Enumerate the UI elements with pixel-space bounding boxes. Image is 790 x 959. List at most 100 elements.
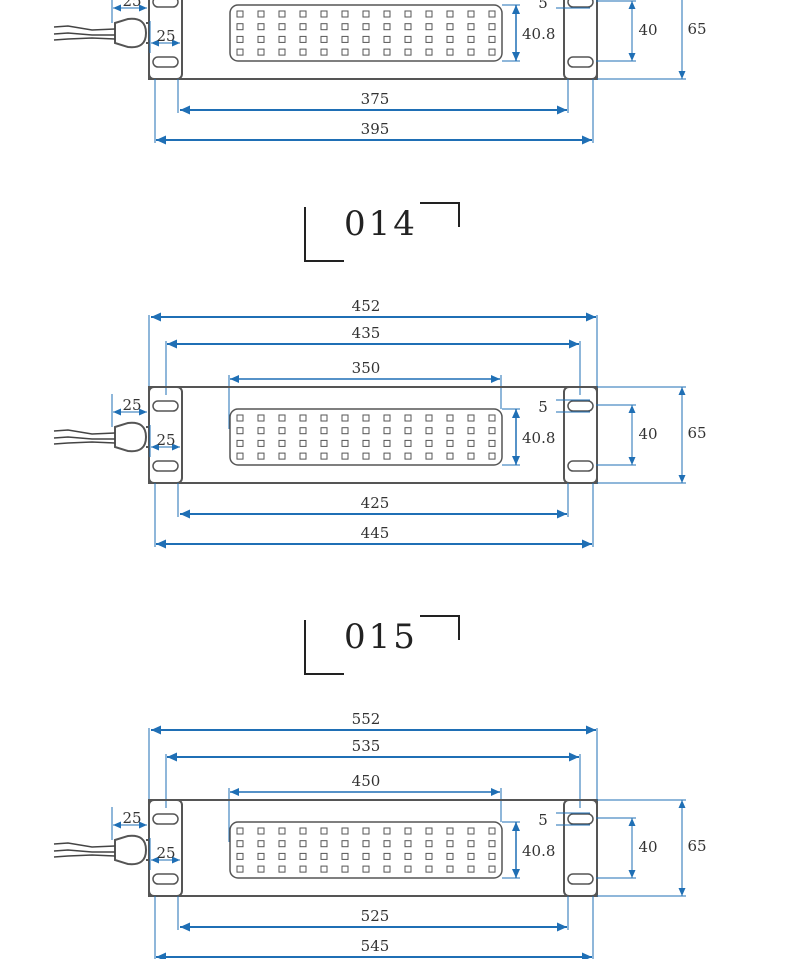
led-cell	[278, 827, 286, 835]
led-cell	[362, 852, 370, 860]
led-cell	[278, 48, 286, 56]
led-cell	[467, 10, 475, 18]
led-cell	[425, 827, 433, 835]
arrowhead-top	[512, 822, 520, 831]
dim-label: 552	[352, 710, 381, 728]
arrowhead-left	[156, 539, 166, 549]
inner-width-dimension	[167, 752, 579, 762]
dim-label: 5	[538, 811, 548, 829]
dim-label: 425	[361, 494, 390, 512]
slot-offset-dimension	[151, 856, 180, 864]
title-bracket-right	[420, 202, 460, 227]
arrowhead-left	[151, 39, 159, 47]
mounting-slot	[567, 813, 594, 825]
overall-width-dimension	[151, 312, 596, 322]
dim-label: 65	[687, 424, 706, 442]
drawing-title: 014	[304, 202, 460, 262]
arrowhead-right	[569, 339, 579, 349]
led-cell	[341, 852, 349, 860]
led-cell	[299, 452, 307, 460]
bottom-outer-dimension	[156, 952, 592, 959]
arrowhead-right	[569, 752, 579, 762]
arrowhead-top	[678, 800, 686, 808]
led-cell	[341, 427, 349, 435]
led-cell	[362, 427, 370, 435]
dim-label: 65	[687, 837, 706, 855]
mounting-slot	[152, 400, 179, 412]
led-cell	[278, 865, 286, 873]
led-cell	[299, 10, 307, 18]
led-cell	[236, 23, 244, 31]
cable-wire	[53, 441, 116, 445]
led-panel-outline	[229, 4, 503, 62]
arrowhead-right	[582, 952, 592, 959]
led-cell	[299, 840, 307, 848]
arrowhead-left	[167, 752, 177, 762]
dim-label: 435	[352, 324, 381, 342]
cable-gland	[53, 834, 149, 866]
led-cell	[257, 865, 265, 873]
led-cell	[362, 827, 370, 835]
mounting-slot	[152, 460, 179, 472]
dim-label: 525	[361, 907, 390, 925]
arrowhead-left	[113, 408, 121, 416]
led-cell	[362, 35, 370, 43]
dim-label: 25	[122, 396, 141, 414]
led-cell	[425, 10, 433, 18]
arrowhead-left	[113, 821, 121, 829]
led-cell	[320, 427, 328, 435]
led-cell	[467, 852, 475, 860]
led-cell	[236, 414, 244, 422]
led-cell	[257, 35, 265, 43]
led-cell	[488, 840, 496, 848]
led-cell	[446, 48, 454, 56]
led-cell	[278, 10, 286, 18]
led-cell	[425, 48, 433, 56]
dim-label: 350	[352, 359, 381, 377]
led-cell	[236, 865, 244, 873]
led-cell	[299, 414, 307, 422]
arrowhead-bottom	[628, 457, 636, 465]
led-cell	[383, 427, 391, 435]
led-cell	[425, 414, 433, 422]
arrowhead-left	[151, 725, 161, 735]
mounting-slot	[152, 56, 179, 68]
led-cell	[278, 414, 286, 422]
led-cell	[257, 23, 265, 31]
led-cell	[446, 452, 454, 460]
led-cell	[383, 35, 391, 43]
led-cell	[362, 840, 370, 848]
led-cell	[404, 865, 412, 873]
led-cell	[257, 852, 265, 860]
drawing-title-text: 015	[344, 617, 418, 657]
led-cell	[467, 48, 475, 56]
led-cell	[236, 852, 244, 860]
led-cell	[341, 10, 349, 18]
slot-spacing-dimension	[628, 818, 636, 878]
arrowhead-bottom	[512, 456, 520, 465]
overall-height-dimension	[678, 387, 686, 483]
led-cell	[488, 23, 496, 31]
arrowhead-top	[628, 405, 636, 413]
led-panel-outline	[229, 408, 503, 466]
led-cell	[467, 452, 475, 460]
arrowhead-left	[180, 922, 190, 932]
led-cell	[446, 10, 454, 18]
led-panel	[229, 408, 503, 466]
led-cell	[236, 427, 244, 435]
led-cell	[383, 840, 391, 848]
led-cell	[383, 452, 391, 460]
led-cell	[425, 23, 433, 31]
led-cell	[341, 414, 349, 422]
arrowhead-left	[151, 312, 161, 322]
slot-offset-dimension	[151, 39, 180, 47]
led-cell	[341, 840, 349, 848]
dim-label: 25	[122, 809, 141, 827]
led-cell	[341, 865, 349, 873]
end-cap-right	[563, 386, 598, 484]
end-cap-left	[148, 0, 183, 80]
led-cell	[320, 852, 328, 860]
led-cell	[299, 827, 307, 835]
panel-width-dimension	[230, 788, 500, 796]
